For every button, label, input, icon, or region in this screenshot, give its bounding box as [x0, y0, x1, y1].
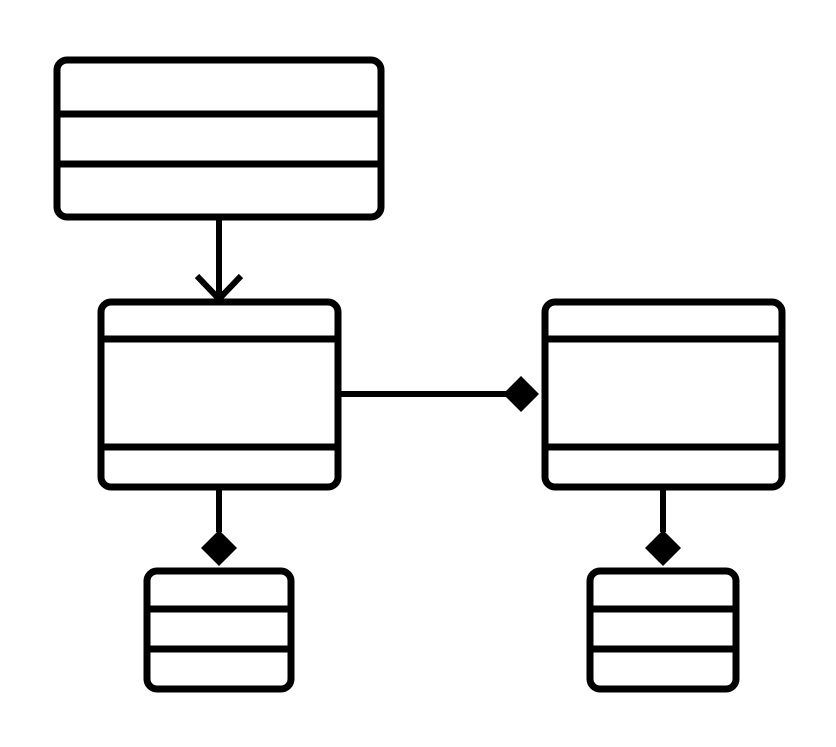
composition-diamond-icon [201, 530, 237, 566]
class-bottom-left-box [143, 567, 295, 693]
composition-bottom-right-to-middle-right[interactable] [645, 487, 681, 566]
class-bottom-right-box [586, 567, 740, 693]
class-top[interactable] [53, 56, 385, 221]
class-middle-right-box [541, 298, 786, 491]
composition-bottom-left-to-middle-left[interactable] [201, 487, 237, 566]
open-arrowhead-icon [194, 273, 244, 304]
class-bottom-right[interactable] [586, 567, 740, 693]
composition-diamond-icon [503, 376, 539, 412]
class-middle-right[interactable] [541, 298, 786, 491]
composition-diamond-icon [645, 530, 681, 566]
composition-middle-left-to-middle-right[interactable] [338, 376, 539, 412]
class-bottom-left[interactable] [143, 567, 295, 693]
class-middle-left[interactable] [97, 298, 342, 491]
class-middle-left-box [97, 298, 342, 491]
association-top-to-middle-left[interactable] [194, 220, 244, 304]
class-top-box [53, 56, 385, 221]
